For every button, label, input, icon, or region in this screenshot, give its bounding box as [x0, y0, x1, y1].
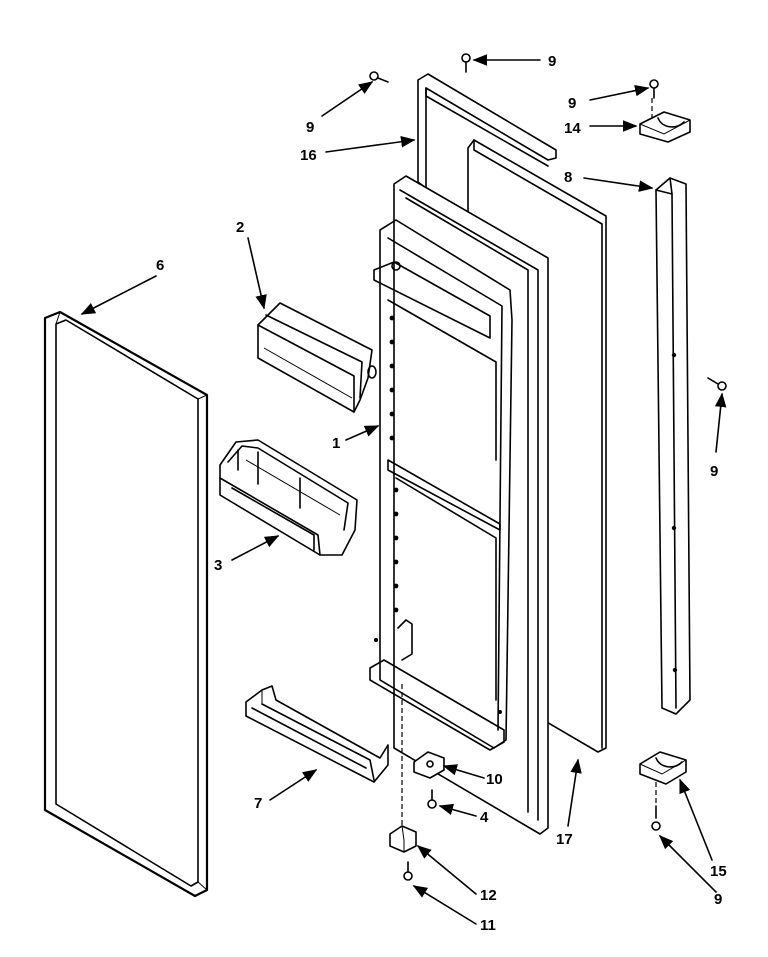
callout-6: 6 [156, 257, 164, 274]
callout-7: 7 [254, 795, 262, 812]
door-liner-part-1 [369, 175, 549, 835]
bin-part-3 [219, 439, 358, 556]
screw-left [369, 71, 389, 83]
callout-2: 2 [236, 219, 244, 236]
callout-17: 17 [556, 831, 573, 848]
callout-labels: 9 9 9 14 16 8 2 6 1 9 3 7 10 4 17 15 12 … [156, 53, 727, 934]
screw-bracket [649, 79, 659, 99]
upper-bracket-part-14 [639, 111, 691, 143]
callout-10: 10 [486, 771, 503, 788]
screw-part-11 [403, 861, 413, 881]
screw-part-4 [427, 789, 437, 809]
lower-bracket-part-15 [639, 751, 687, 785]
screw-top [461, 53, 471, 73]
rail-part-7 [245, 685, 389, 783]
callout-16: 16 [300, 147, 317, 164]
callout-4: 4 [480, 809, 489, 826]
shelf-cover-part-2 [257, 302, 377, 413]
handle-part-8 [655, 177, 691, 715]
callout-15: 15 [710, 863, 727, 880]
callout-14: 14 [564, 120, 581, 137]
callout-9-right: 9 [710, 463, 718, 480]
callout-9-left: 9 [306, 119, 314, 136]
callout-9-bracket: 9 [568, 95, 576, 112]
screw-right [707, 377, 727, 391]
screw-bottom-right [651, 805, 661, 831]
leader-arrows [80, 54, 727, 925]
gasket-part-6 [43, 310, 209, 898]
callout-9-bottom: 9 [714, 891, 722, 908]
callout-11: 11 [480, 917, 496, 934]
callout-8: 8 [564, 169, 572, 186]
callout-12: 12 [480, 887, 497, 904]
callout-1: 1 [332, 435, 340, 452]
callout-9-top: 9 [548, 53, 556, 70]
callout-3: 3 [214, 557, 222, 574]
shelf-holes [389, 315, 399, 613]
hinge-part-12 [389, 825, 417, 853]
